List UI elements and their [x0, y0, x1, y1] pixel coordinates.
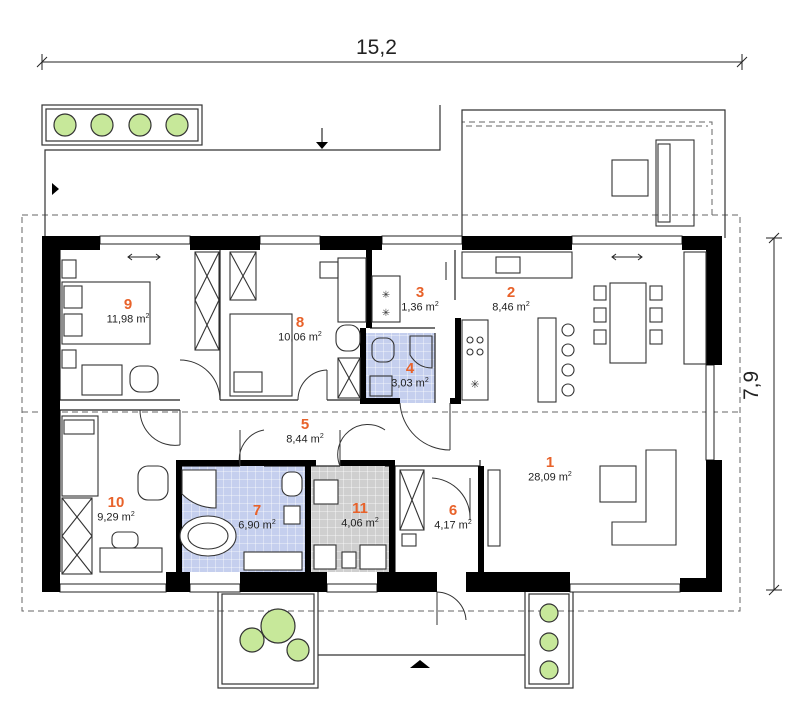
room-area: 4,17 m2	[434, 519, 472, 532]
room-number: 2	[506, 284, 516, 301]
sliding-door-arrows	[127, 253, 643, 261]
room-2-label: 2 8,46 m2	[476, 284, 546, 315]
door-swings	[139, 359, 471, 625]
room-area: 8,46 m2	[492, 301, 530, 314]
bedroom-8-furniture	[229, 251, 367, 399]
room-area: 3,03 m2	[391, 377, 429, 390]
depth-dimension-line	[766, 232, 782, 596]
svg-text:✳: ✳	[382, 290, 390, 301]
svg-text:✳: ✳	[382, 308, 390, 319]
room-number: 9	[123, 296, 133, 313]
room-9-label: 9 11,98 m2	[88, 296, 168, 327]
room-area: 4,06 m2	[341, 517, 379, 530]
room-number: 6	[448, 502, 458, 519]
walls	[42, 236, 722, 592]
room-6-label: 6 4,17 m2	[418, 502, 488, 533]
living-room-furniture	[487, 449, 677, 547]
room-4-label: 4 3,03 m2	[375, 360, 445, 391]
entry-arrows	[52, 142, 430, 668]
bedroom-10-furniture	[61, 415, 169, 575]
plant-icons	[53, 113, 559, 680]
room-number: 4	[405, 360, 415, 377]
roof-outline	[21, 121, 741, 612]
bedroom-9-furniture	[61, 251, 220, 396]
room-10-label: 10 9,29 m2	[81, 494, 151, 525]
room-area: 10,06 m2	[278, 331, 322, 344]
svg-text:✳: ✳	[470, 378, 479, 391]
width-dimension-line	[36, 54, 748, 70]
room-area: 1,36 m2	[401, 301, 439, 314]
depth-dimension-label: 7,9	[740, 370, 763, 400]
room-area: 6,90 m2	[238, 519, 276, 532]
terrace-furniture	[611, 139, 695, 227]
room-number: 5	[300, 416, 310, 433]
terrace-outline	[41, 104, 726, 238]
room-11-label: 11 4,06 m2	[325, 500, 395, 531]
room-3-label: 3 1,36 m2	[385, 284, 455, 315]
room-number: 10	[107, 494, 125, 511]
room-1-label: 1 28,09 m2	[510, 454, 590, 485]
width-dimension-label: 15,2	[356, 36, 397, 59]
room-8-label: 8 10,06 m2	[260, 314, 340, 345]
room-number: 7	[252, 502, 262, 519]
pantry-and-wc-furniture: ✳ ✳	[369, 262, 447, 397]
room-number: 3	[415, 284, 425, 301]
room-5-label: 5 8,44 m2	[270, 416, 340, 447]
bathroom-furniture	[179, 469, 303, 571]
hall-wardrobe	[399, 469, 425, 547]
room-area: 8,44 m2	[286, 433, 324, 446]
room-area: 28,09 m2	[528, 471, 572, 484]
utility-furniture	[313, 479, 387, 570]
room-number: 11	[352, 500, 368, 517]
room-number: 8	[295, 314, 305, 331]
room-area: 9,29 m2	[97, 511, 135, 524]
windows	[59, 235, 715, 593]
kitchen-furniture: ✳	[461, 251, 707, 403]
room-7-label: 7 6,90 m2	[222, 502, 292, 533]
room-area: 11,98 m2	[106, 313, 150, 326]
room-number: 1	[545, 454, 555, 471]
